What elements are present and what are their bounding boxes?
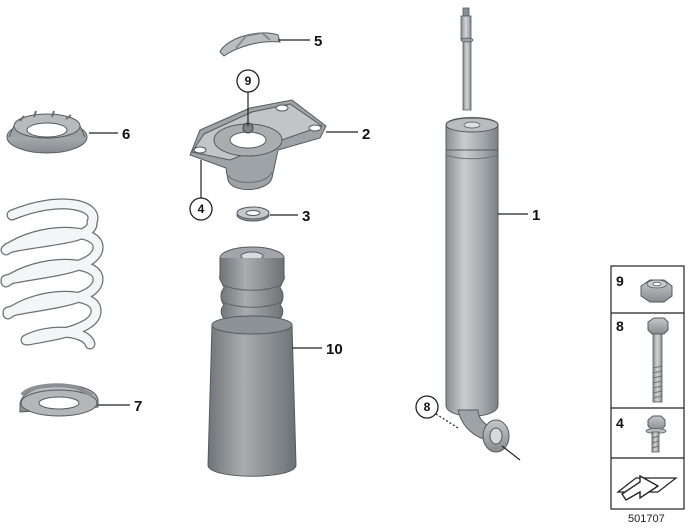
panel-num-8: 8 [616,318,624,334]
hex-nut-icon [640,279,673,303]
shock-absorber [445,7,521,461]
callout-3: 3 [302,208,310,225]
circled-ref-8-label: 8 [424,400,431,414]
callout-7: 7 [134,398,142,415]
panel-num-9: 9 [616,273,624,289]
cap [219,32,281,57]
panel-num-4: 4 [616,415,624,431]
lower-spring-pad [19,383,99,417]
small-bolt-icon [645,415,667,453]
callout-2: 2 [362,126,370,143]
circled-ref-4-label: 4 [198,202,205,216]
circled-ref-9-label: 9 [245,74,252,88]
fastener-panel: 9 8 4 [610,265,685,510]
bump-stop-boot [207,246,297,477]
direction-arrow-icon [616,474,678,501]
long-bolt-icon [647,317,669,403]
support-bearing [189,99,327,191]
callout-10: 10 [326,341,343,358]
callout-1: 1 [532,207,540,224]
circled-ref-4 [189,197,213,221]
diagram-id: 501707 [628,513,665,525]
coil-spring [0,198,104,350]
callout-6: 6 [122,126,130,143]
circled-ref-8 [415,395,439,419]
callout-5: 5 [314,33,322,50]
circled-ref-9 [236,69,260,93]
upper-spring-pad [6,110,88,154]
washer [236,206,270,222]
